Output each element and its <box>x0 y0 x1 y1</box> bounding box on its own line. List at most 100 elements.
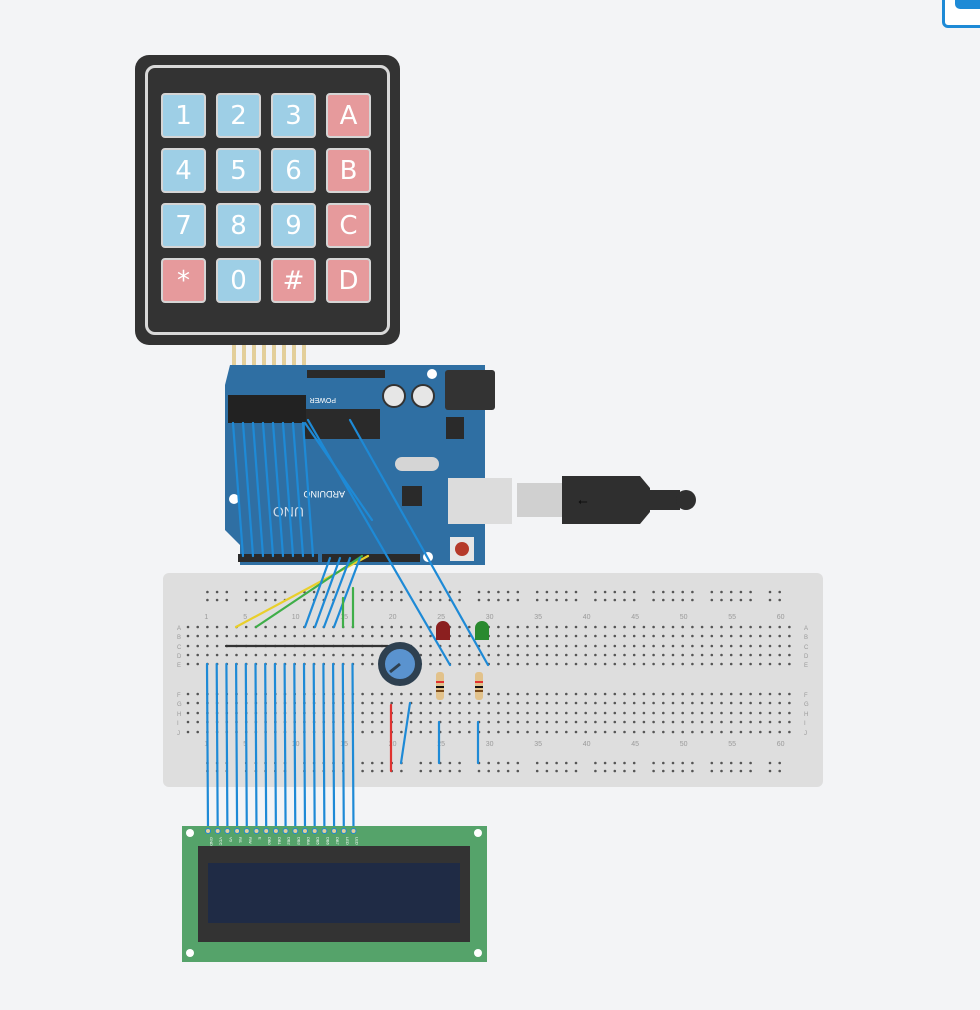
hole <box>778 761 781 765</box>
keypad-wire[interactable] <box>291 421 305 558</box>
key-D[interactable]: D <box>326 258 371 303</box>
hole <box>419 701 423 705</box>
keypad-wire[interactable] <box>271 421 285 558</box>
hole <box>371 711 374 715</box>
usb-cable[interactable]: ⭠ <box>517 476 696 524</box>
key-7[interactable]: 7 <box>161 203 206 248</box>
hole <box>788 711 791 715</box>
lcd-wire[interactable] <box>302 662 307 832</box>
lcd-wire[interactable] <box>312 662 316 832</box>
hole <box>380 625 384 629</box>
resistor-1[interactable] <box>436 672 444 700</box>
key-3[interactable]: 3 <box>271 93 316 138</box>
key-#[interactable]: # <box>271 258 316 303</box>
led-wire[interactable] <box>306 418 452 667</box>
hole <box>671 701 675 705</box>
arduino-wire[interactable] <box>313 556 342 629</box>
hole <box>332 634 335 638</box>
key-5[interactable]: 5 <box>216 148 261 193</box>
hole <box>759 701 762 705</box>
hole <box>623 711 626 715</box>
key-*[interactable]: * <box>161 258 206 303</box>
arduino-wire[interactable] <box>332 556 362 629</box>
hole <box>768 761 772 765</box>
lcd-wire[interactable] <box>283 662 287 832</box>
key-0[interactable]: 0 <box>216 258 261 303</box>
key-B[interactable]: B <box>326 148 371 193</box>
wire-green[interactable] <box>254 554 364 629</box>
hole <box>594 634 597 638</box>
potentiometer[interactable] <box>378 642 422 686</box>
lcd-wire[interactable] <box>341 662 345 832</box>
arduino-uno-board[interactable]: ARDUINO UNO POWER <box>225 365 512 565</box>
key-6[interactable]: 6 <box>271 148 316 193</box>
arduino-wire[interactable] <box>303 556 332 629</box>
column-label: 30 <box>486 741 494 748</box>
hole <box>545 644 549 648</box>
lcd-wire[interactable] <box>215 662 219 832</box>
lcd-wire[interactable] <box>293 662 297 832</box>
lcd-wire[interactable] <box>205 662 210 832</box>
key-1[interactable]: 1 <box>161 93 206 138</box>
hole <box>535 644 539 648</box>
keypad-wire[interactable] <box>281 421 295 558</box>
keypad-wire[interactable] <box>251 421 265 558</box>
corner-toolbar-button[interactable] <box>942 0 980 28</box>
key-9[interactable]: 9 <box>271 203 316 248</box>
hole <box>603 769 607 773</box>
lcd-wire[interactable] <box>332 662 336 832</box>
hole <box>283 625 287 629</box>
resistor-2[interactable] <box>475 672 483 700</box>
key-8[interactable]: 8 <box>216 203 261 248</box>
hole <box>565 634 568 638</box>
keypad-wire[interactable] <box>261 421 275 558</box>
hole <box>613 634 617 638</box>
row-label: E <box>804 663 808 669</box>
pot-wire[interactable] <box>399 701 412 765</box>
reset-button-cap[interactable] <box>455 542 469 556</box>
breadboard[interactable]: 1155101015152020252530303535404045455050… <box>163 573 823 787</box>
lcd-wire[interactable] <box>254 662 258 832</box>
hole <box>778 598 781 602</box>
row-label: J <box>177 731 180 737</box>
led-green[interactable] <box>475 621 489 640</box>
keypad-wire[interactable] <box>241 421 255 558</box>
hole <box>710 701 714 705</box>
hole <box>749 692 752 696</box>
key-C[interactable]: C <box>326 203 371 248</box>
hole <box>545 634 549 638</box>
lcd-wire[interactable] <box>273 662 277 832</box>
hole <box>700 720 704 724</box>
led-red[interactable] <box>436 621 450 640</box>
capacitor-1 <box>382 384 406 408</box>
hole <box>244 598 248 602</box>
hole <box>487 644 491 648</box>
arduino-wire[interactable] <box>322 556 352 629</box>
hole <box>565 662 568 666</box>
led-wire[interactable] <box>348 418 490 667</box>
hole <box>468 644 471 648</box>
key-4[interactable]: 4 <box>161 148 206 193</box>
hole <box>565 701 568 705</box>
lcd-wire[interactable] <box>225 662 229 832</box>
hole <box>739 625 743 629</box>
column-label: 20 <box>389 741 397 748</box>
lcd-wire[interactable] <box>244 662 248 832</box>
mount-hole <box>186 829 194 837</box>
lcd-wire[interactable] <box>264 662 268 832</box>
key-A[interactable]: A <box>326 93 371 138</box>
lcd-wire[interactable] <box>322 662 326 832</box>
lcd-wire[interactable] <box>351 662 355 832</box>
hole <box>613 653 617 657</box>
wires[interactable] <box>205 418 490 832</box>
keypad-wire[interactable] <box>301 421 315 558</box>
keypad-wire[interactable] <box>231 421 245 558</box>
column-label: 15 <box>340 614 348 621</box>
key-2[interactable]: 2 <box>216 93 261 138</box>
lcd-wire[interactable] <box>235 662 239 832</box>
hole <box>322 590 326 594</box>
hole <box>196 653 199 657</box>
hole <box>487 692 491 696</box>
